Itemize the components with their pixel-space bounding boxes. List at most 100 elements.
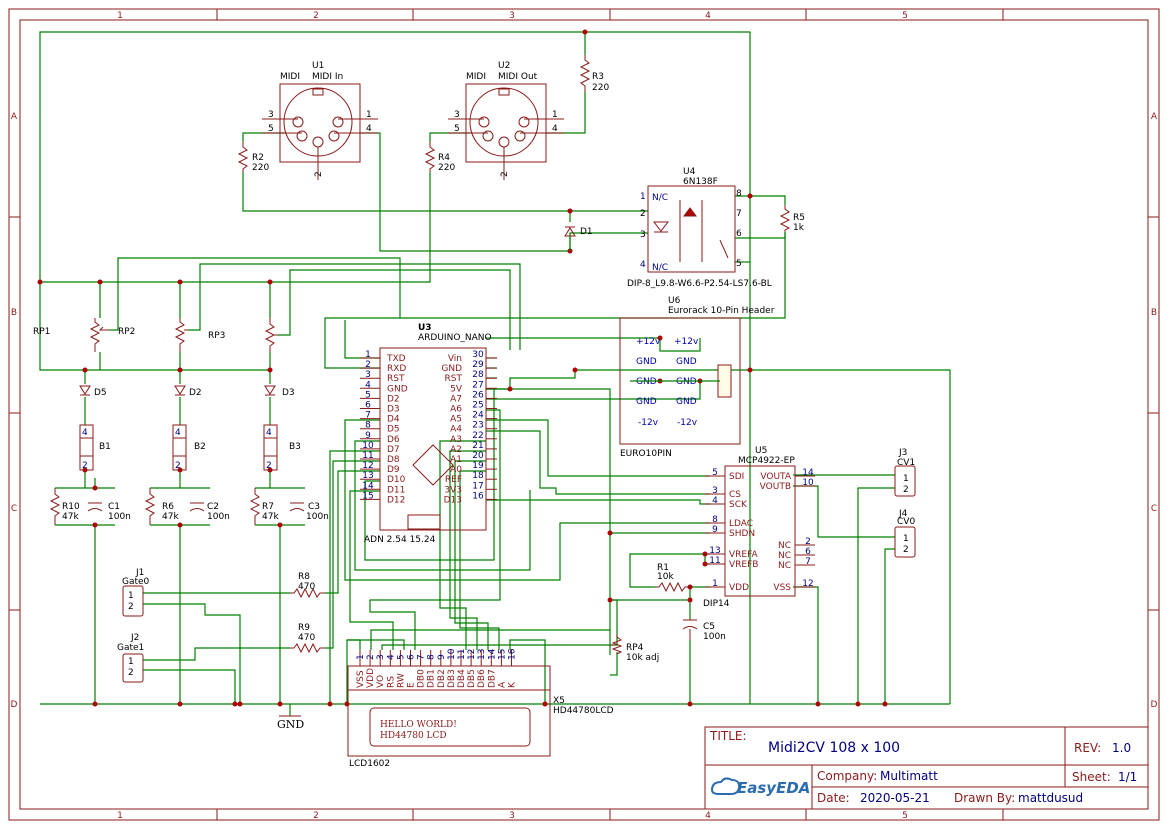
u5-pin-name: CS [729,490,741,500]
u5-pin-num: 12 [802,579,813,589]
optocoupler-u4: U4 6N138F 1 N/C 2 3 4 N/C 8 7 6 5 DIP-8_… [627,167,772,289]
u3-pin-name: D12 [387,495,405,505]
lcd-pin-name: RW [396,673,406,688]
lcd-pin-name: A [497,681,507,688]
lcd-pin-name: VSS [356,670,366,688]
j4-pin-2: 2 [903,545,909,555]
u3-pin-name: D9 [387,465,400,475]
date-label: Date: [817,791,850,805]
junction-dots [37,29,888,707]
u3-pin-num: 13 [362,471,373,481]
u3-pin-num: 29 [472,360,484,370]
u3-pin-num: 16 [472,491,484,501]
lcd-pin-name: E [407,682,417,688]
r4-ref: R4 [438,153,450,163]
u4-pin-5: 5 [736,259,742,269]
u3-footprint: ADN 2.54 15.24 [364,535,436,545]
rp3-label: RP3 [208,331,225,341]
ruler-row-B: B [11,308,17,318]
c1-value: 100n [108,512,131,522]
lcd-pin-name: DB4 [457,669,467,688]
u3-pin-num: 3 [365,370,371,380]
lcd-pin-num: 14 [487,648,497,660]
u1-value: MIDI In [312,72,343,82]
u5-pin-num: 14 [802,468,814,478]
c2-value: 100n [207,512,230,522]
u5-pin-name: VREFA [729,550,758,560]
u3-pin-num: 10 [362,441,374,451]
ruler-col-5: 5 [902,11,908,21]
jack-j1: J1 Gate0 1 2 [122,568,150,617]
u3-pin-name: RXD [387,364,406,374]
ruler-row-D: D [11,700,18,710]
title-label: TITLE: [709,729,747,743]
lcd-pin-name: DB3 [447,669,457,688]
u3-pin-name: D6 [387,435,400,445]
u3-pin-name: A6 [450,405,462,415]
resistor-r3: R3 220 [579,55,609,93]
lcd-pin-name: DB6 [477,669,487,688]
sheet-label: Sheet: [1072,770,1111,784]
u3-pin-num: 12 [362,461,373,471]
u2-pin-2: 2 [500,171,510,177]
rev-label: REV: [1074,741,1101,755]
resistor-r1: R1 10k [655,563,690,593]
u5-pin-name: SHDN [729,529,755,539]
lcd-pin-name: DB0 [417,669,427,688]
b2-pin-2: 2 [175,461,181,471]
j1-value: Gate0 [122,577,150,587]
u5-pin-num: 9 [712,525,718,535]
u6-pin-gnd-1b: GND [676,357,697,367]
lcd-pin-num: 6 [407,654,417,660]
c5-value: 100n [703,632,726,642]
u3-pin-num: 8 [365,421,371,431]
jack-j4: J4 CV0 1 2 [894,509,916,558]
u2-pin-5: 5 [454,124,460,134]
rp1-label: RP1 [33,327,50,337]
lcd-pin-num: 4 [386,654,396,660]
cap-c1: C1 100n [87,502,131,522]
u6-footprint: EURO10PIN [620,449,672,459]
lcd-pin-name: DB1 [427,669,437,688]
u3-ref: U3 [418,323,432,333]
u4-pin-3: 3 [640,230,646,240]
u3-pin-num: 14 [362,481,374,491]
lcd-pin-name: K [508,681,518,688]
u3-pin-name: D11 [387,485,405,495]
ruler-col-3: 3 [509,11,515,21]
u3-pin-num: 6 [365,401,371,411]
b2-label: B2 [194,442,206,452]
resistor-r2: R2 220 [237,142,269,173]
d1-label: D1 [580,227,593,237]
u2-pin-3: 3 [454,110,460,120]
ruler-row-C-right: C [1151,504,1157,514]
u3-pin-name: D8 [387,455,400,465]
r6-ref: R6 [162,502,174,512]
drawn-label: Drawn By: [954,791,1015,805]
lcd-pin-num: 2 [366,654,376,660]
u4-nc-4: N/C [652,263,668,273]
u3-pin-name: A1 [450,455,462,465]
u4-pin-6: 6 [736,229,742,239]
u5-pin-name: VOUTB [760,482,791,492]
u3-pin-num: 27 [472,380,483,390]
u6-pin-gnd-2a: GND [636,377,657,387]
jack-j3: J3 CV1 1 2 [894,448,916,497]
c2-ref: C2 [207,502,219,512]
u3-pin-name: A3 [450,435,462,445]
u5-ref: U5 [755,446,767,456]
sheet-frame [8,8,1160,821]
b1-pin-4: 4 [82,428,88,438]
j3-pin-2: 2 [903,485,909,495]
u5-footprint: DIP14 [703,599,730,609]
pot-rp3: RP3 [174,318,225,352]
easyeda-logo-icon [710,777,741,795]
ruler-row-A-right: A [1151,112,1158,122]
wires [39,31,951,716]
u5-pin-num: 3 [712,486,718,496]
u5-pin-num: 8 [712,515,718,525]
button-b2: 4 2 B2 [172,424,206,471]
